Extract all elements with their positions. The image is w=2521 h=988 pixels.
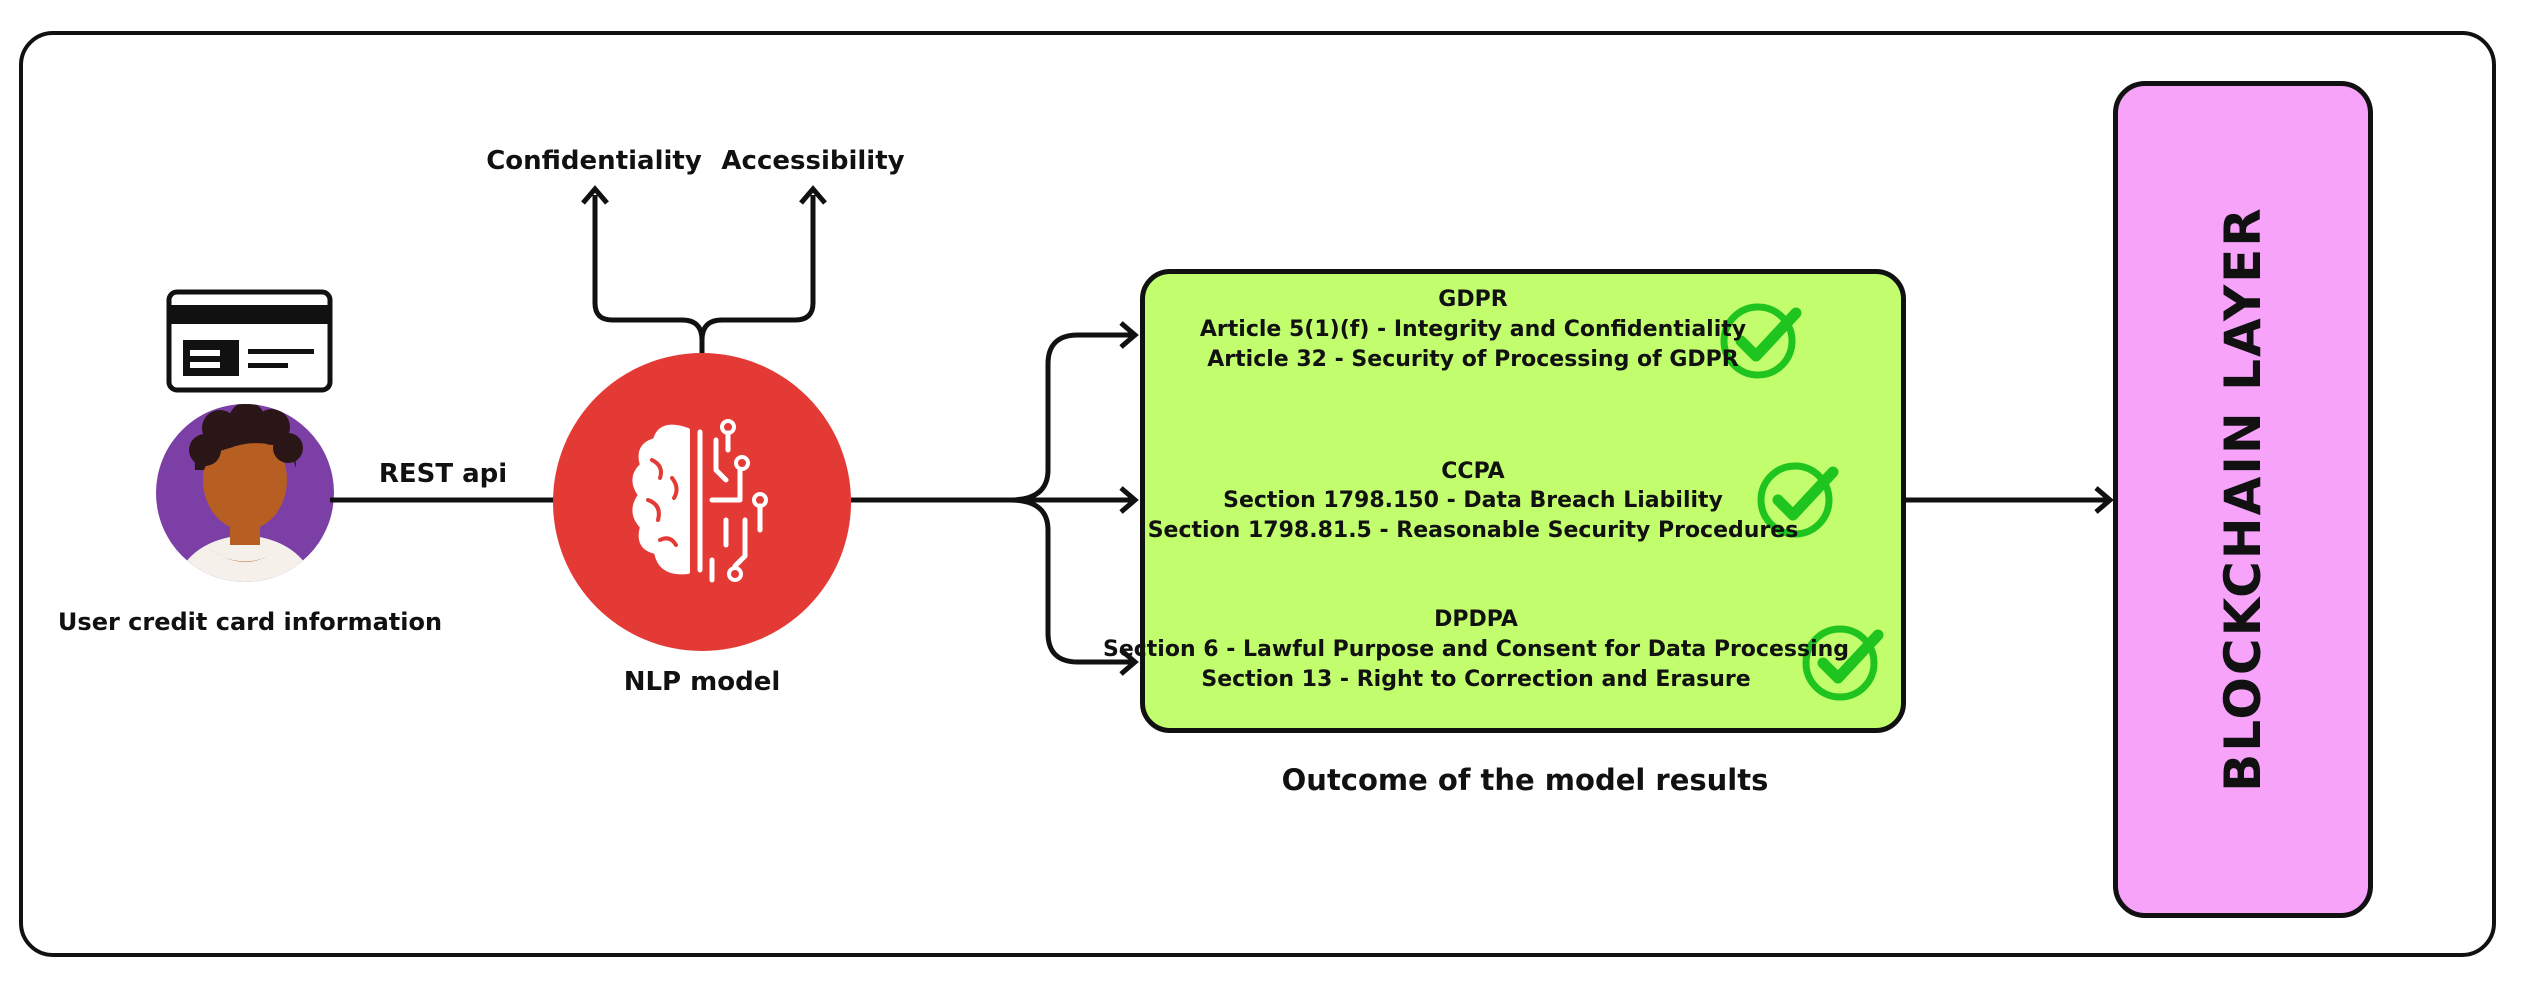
model-to-outcome-arrows xyxy=(851,321,1139,676)
check-icon xyxy=(1802,625,1884,701)
model-output-arrows xyxy=(581,185,827,353)
user-avatar-icon xyxy=(156,404,334,582)
check-icon xyxy=(1757,462,1839,538)
outcome-caption: Outcome of the model results xyxy=(1281,763,1769,797)
regulation-title-dpdpa: DPDPA xyxy=(1434,607,1518,632)
regulation-title-gdpr: GDPR xyxy=(1438,287,1508,312)
outcome-to-blockchain-arrow xyxy=(1906,486,2114,514)
brain-circuit-icon xyxy=(632,419,768,583)
rest-api-label: REST api xyxy=(378,459,508,489)
diagram-frame xyxy=(19,31,2496,957)
regulation-item: Article 32 - Security of Processing of G… xyxy=(1207,347,1739,372)
accessibility-label: Accessibility xyxy=(721,146,905,176)
regulation-title-ccpa: CCPA xyxy=(1441,459,1505,484)
regulation-item: Section 13 - Right to Correction and Era… xyxy=(1201,667,1751,692)
confidentiality-label: Confidentiality xyxy=(486,146,702,176)
credit-card-icon xyxy=(166,289,333,393)
regulation-item: Section 6 - Lawful Purpose and Consent f… xyxy=(1102,637,1850,662)
check-icon xyxy=(1720,303,1802,379)
blockchain-layer-label: BLOCKCHAIN LAYER xyxy=(2214,206,2272,792)
user-label: User credit card information xyxy=(57,608,443,636)
regulation-item: Article 5(1)(f) - Integrity and Confiden… xyxy=(1199,317,1747,342)
regulation-item: Section 1798.81.5 - Reasonable Security … xyxy=(1147,518,1799,543)
nlp-model-label: NLP model xyxy=(623,667,781,697)
regulation-item: Section 1798.150 - Data Breach Liability xyxy=(1223,488,1723,513)
blockchain-layer-box xyxy=(2113,81,2373,918)
